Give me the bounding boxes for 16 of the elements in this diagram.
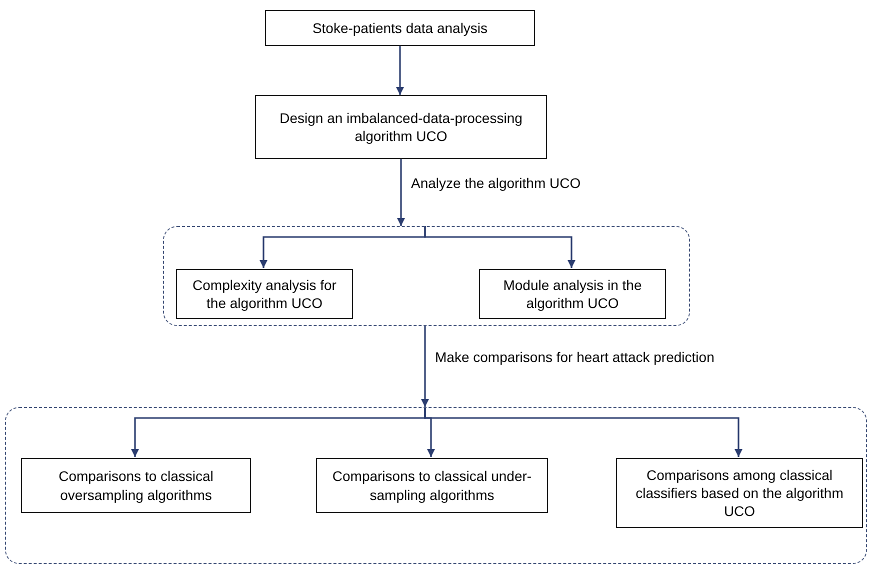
- process-box: Comparisons among classical classifiers based on the algorithm UCO: [616, 458, 863, 528]
- edge-label: Make comparisons for heart attack prediction: [433, 348, 716, 364]
- process-box: Design an imbalanced-data-processing algorithm UCO: [255, 95, 547, 159]
- arrow: [424, 226, 576, 268]
- dashed-group-box: [163, 226, 690, 326]
- process-box: Stoke-patients data analysis: [265, 10, 535, 46]
- arrow: [396, 46, 404, 95]
- process-box: Comparisons to classical under-sampling algorithms: [316, 458, 548, 513]
- process-box: Comparisons to classical oversampling algorithms: [21, 458, 251, 513]
- arrow: [421, 326, 429, 407]
- process-box: Complexity analysis for the algorithm UCO: [176, 269, 353, 319]
- process-box: Module analysis in the algorithm UCO: [479, 269, 666, 319]
- edge-label: Analyze the algorithm UCO: [409, 174, 583, 190]
- arrow: [424, 407, 742, 457]
- dashed-group-box: [5, 407, 867, 564]
- arrow: [397, 159, 405, 226]
